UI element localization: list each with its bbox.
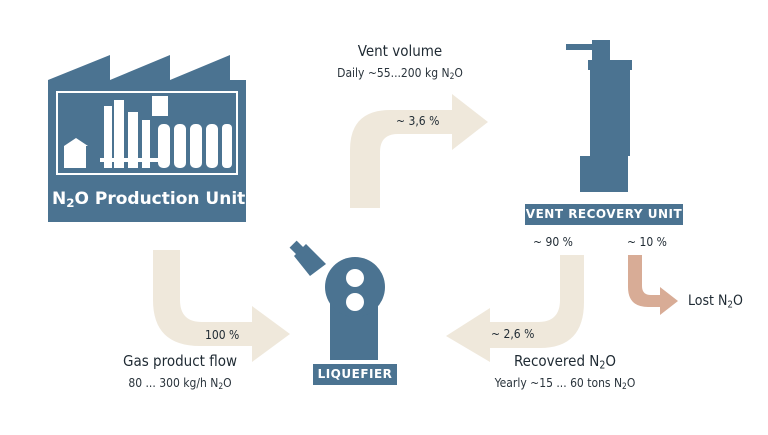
gas-product-sub: 80 ... 300 kg/h N2O: [128, 376, 232, 392]
lost-flow-arrow: [628, 255, 678, 315]
gas-product-title: Gas product flow: [123, 352, 237, 370]
return-flow-arrow: [446, 255, 584, 362]
lost-split-percent: ~ 10 %: [627, 235, 667, 249]
liquefier-vessel-icon: [289, 240, 385, 360]
recovered-sub: Yearly ~15 ... 60 tons N2O: [494, 376, 636, 392]
return-flow-percent: ~ 2,6 %: [491, 327, 535, 341]
vent-volume-title: Vent volume: [357, 42, 443, 60]
liquefier-label: LIQUEFIER: [313, 364, 397, 385]
vent-flow-arrow: [350, 94, 488, 208]
recovery-column-icon: [566, 40, 632, 192]
lost-n2o-label: Lost N2O: [688, 293, 743, 311]
production-unit: [48, 55, 246, 222]
recovered-split-percent: ~ 90 %: [533, 235, 573, 249]
gas-flow-percent: 100 %: [205, 328, 240, 342]
recovered-title: Recovered N2O: [513, 352, 617, 372]
vent-recovery-unit-label: VENT RECOVERY UNIT: [525, 204, 683, 225]
vent-volume-sub: Daily ~55...200 kg N2O: [337, 66, 463, 82]
gas-flow-arrow: [153, 250, 290, 362]
vent-flow-percent: ~ 3,6 %: [396, 114, 440, 128]
production-unit-label: N2O Production Unit: [52, 189, 246, 210]
